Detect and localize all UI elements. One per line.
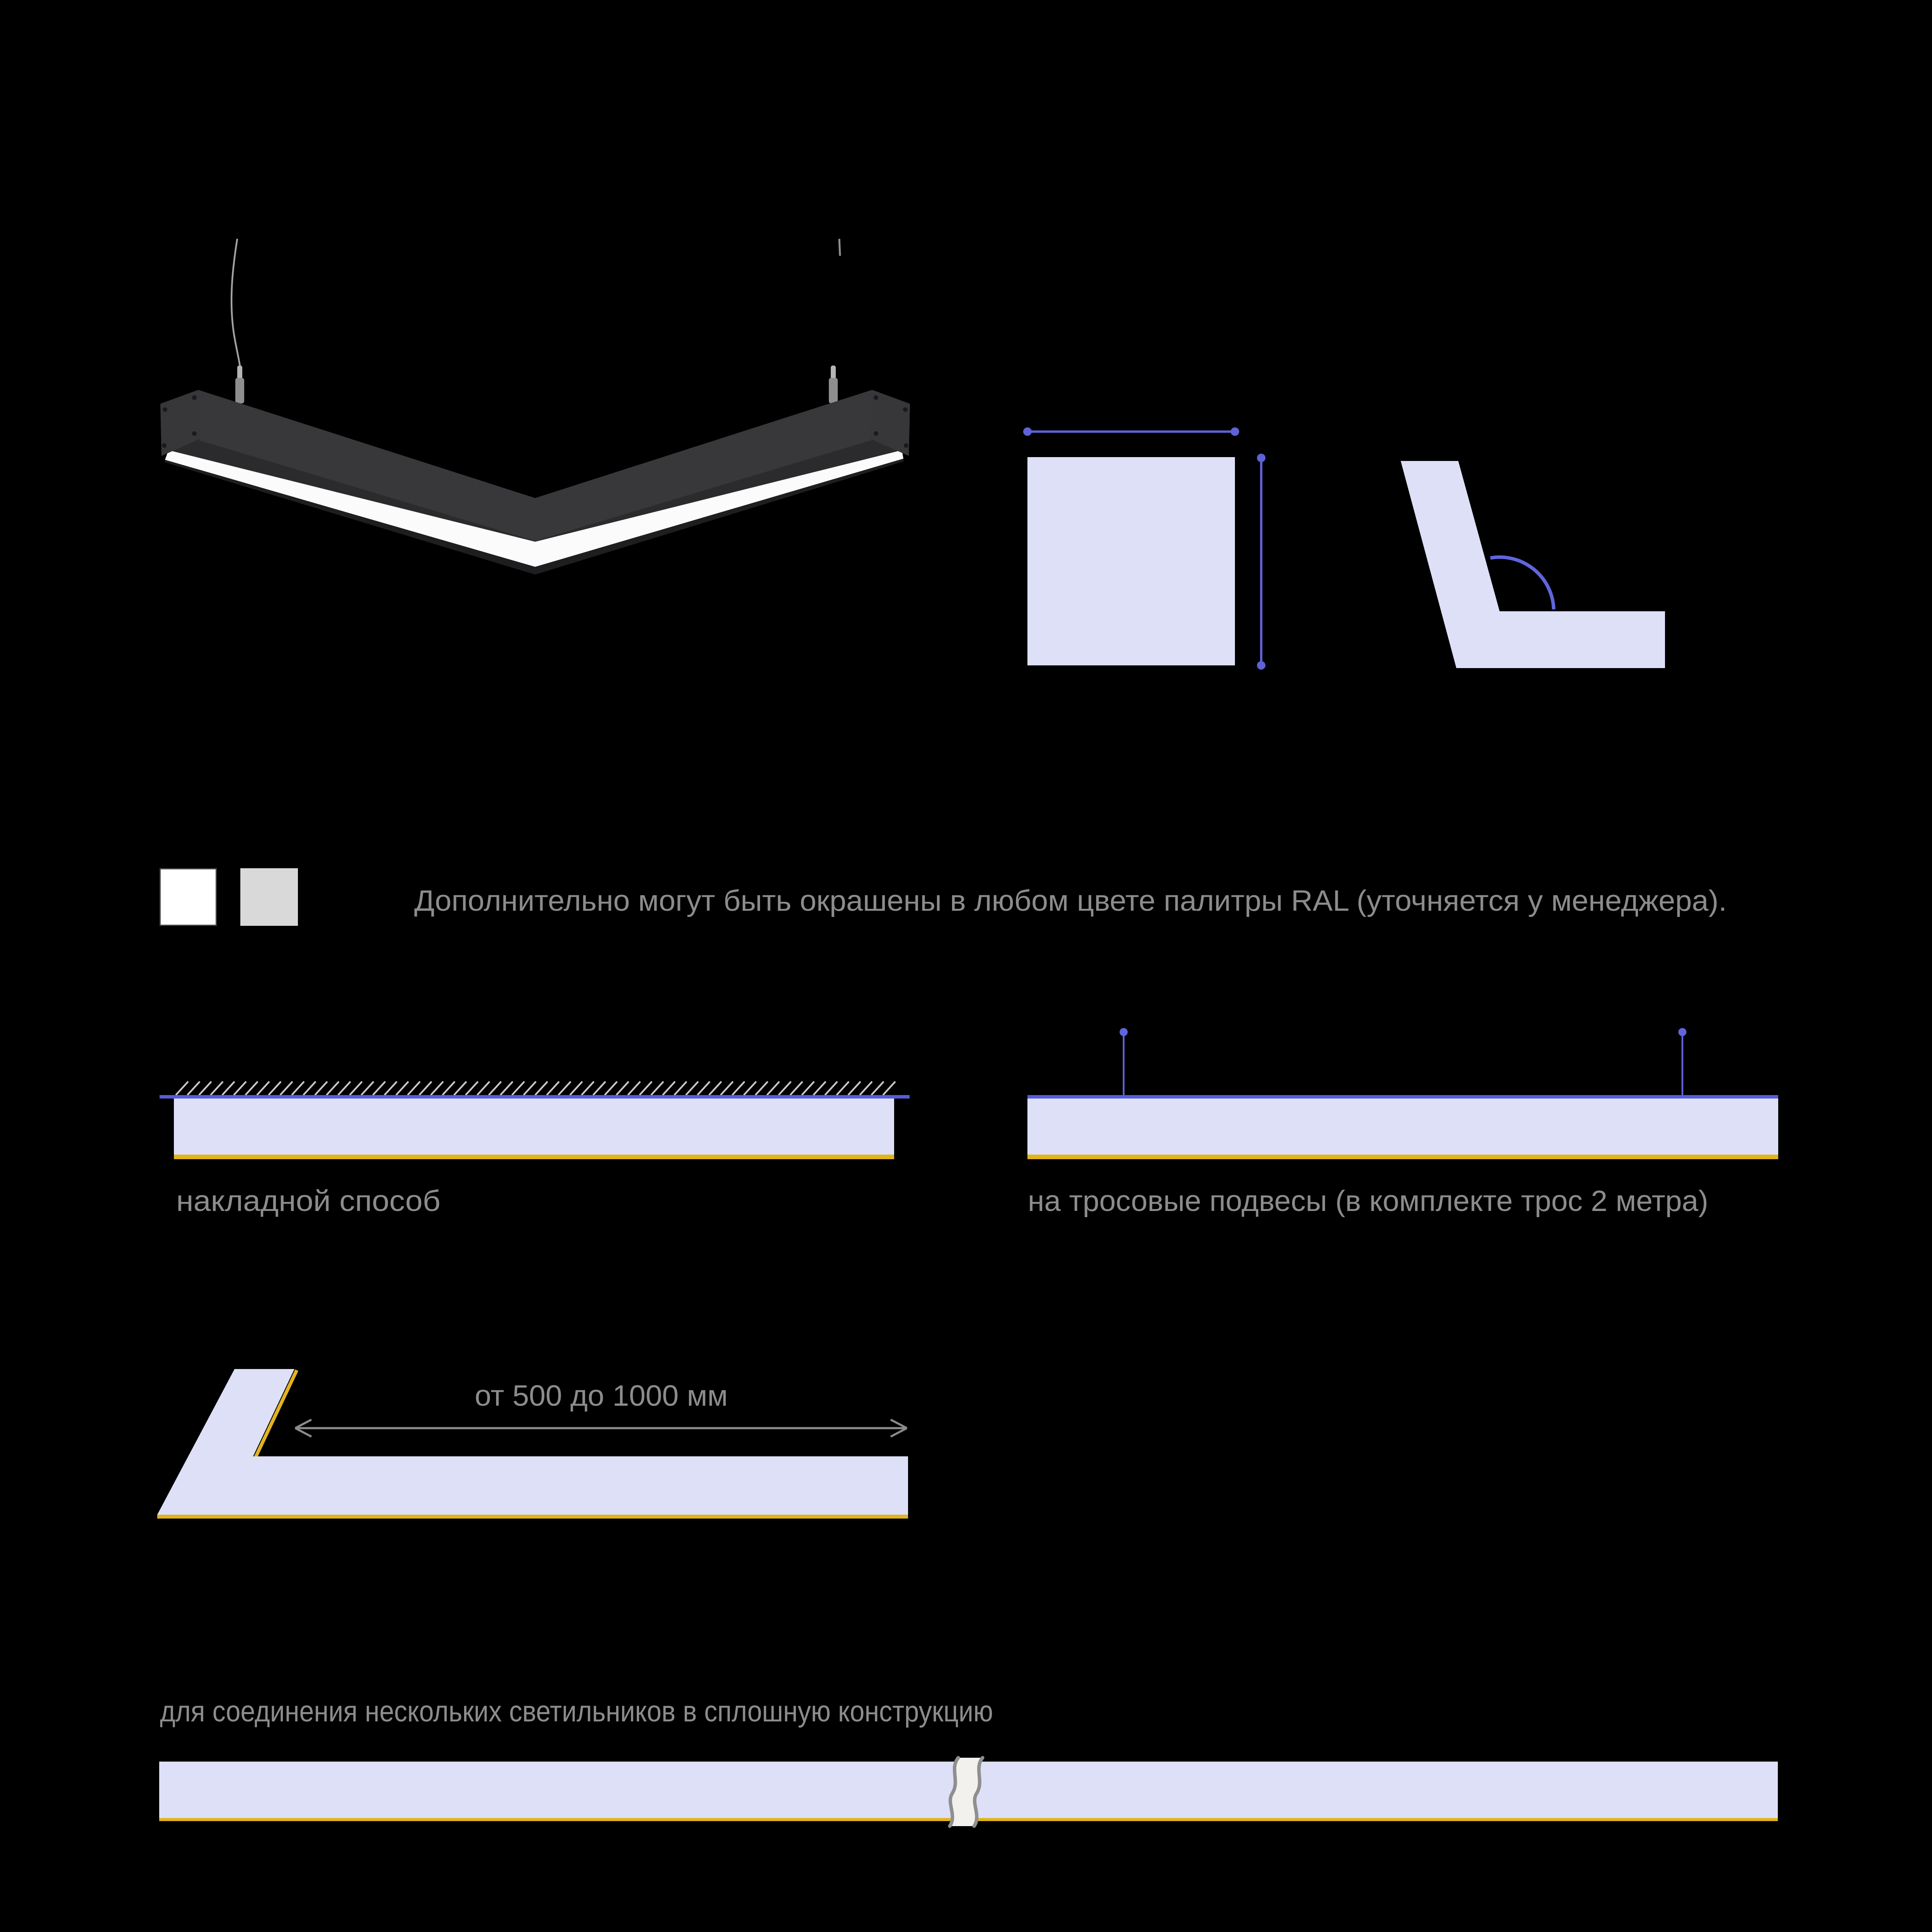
svg-text:для соединения нескольких свет: для соединения нескольких светильников в…: [160, 1695, 993, 1728]
svg-text:Дополнительно могут быть окраш: Дополнительно могут быть окрашены в любо…: [414, 884, 1727, 917]
svg-text:на тросовые подвесы (в комплек: на тросовые подвесы (в комплекте трос 2 …: [1028, 1185, 1708, 1218]
svg-text:накладной способ: накладной способ: [176, 1185, 440, 1218]
svg-text:от 500 до 1000 мм: от 500 до 1000 мм: [475, 1379, 728, 1412]
